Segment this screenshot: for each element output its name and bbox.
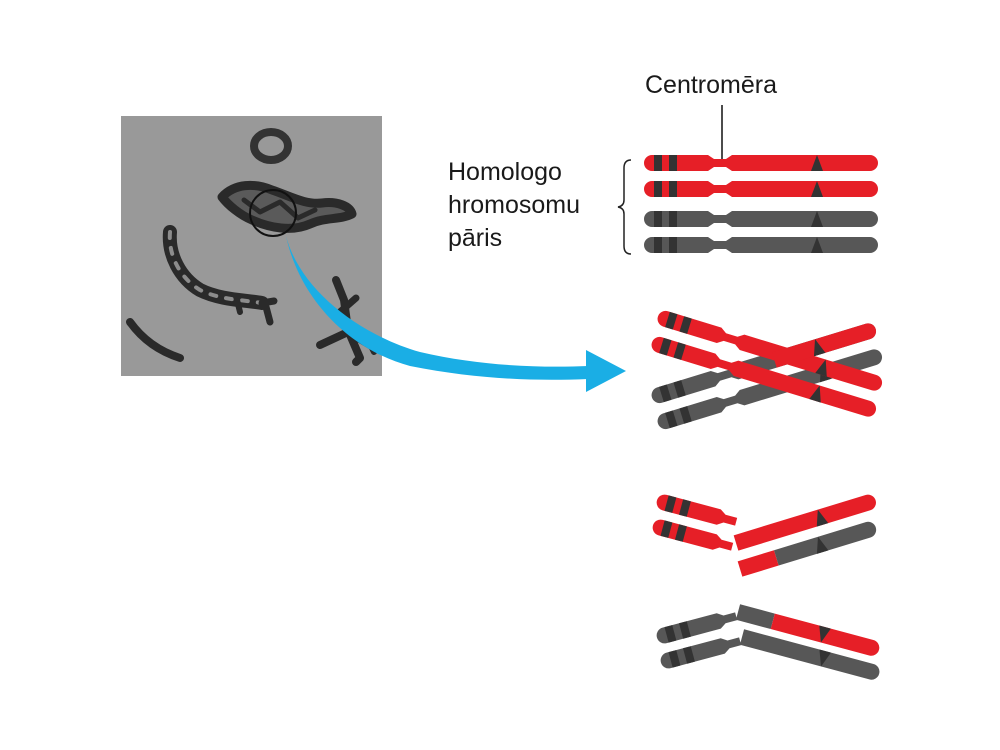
gray-crossing-chromatid-2 <box>655 347 885 432</box>
recombinant-red-long-arm-1 <box>733 494 876 551</box>
recombinant-gray-long-arm-bottom <box>739 629 880 680</box>
red-chromatid-1 <box>644 155 878 171</box>
recombinant-gray-long-arm-1 <box>737 521 877 577</box>
red-crossing-chromatid-2 <box>649 334 879 419</box>
homologous-pair-label-line3: pāris <box>448 224 502 252</box>
micrograph-chromosomes <box>126 128 377 366</box>
gray-chromatid-1 <box>644 211 878 227</box>
centromere-label: Centromēra <box>645 71 777 99</box>
red-crossing-chromatid-1 <box>655 308 885 393</box>
recombinant-red-chromatid-2 <box>650 517 735 555</box>
recombinant-red-chromatid-1 <box>654 492 739 530</box>
bracket-icon <box>617 159 632 255</box>
micrograph-panel <box>121 116 382 376</box>
recombinant-chromosome-red <box>650 492 877 577</box>
recombinant-gray-long-arm-top <box>735 604 880 656</box>
homologous-pair-label-line2: hromosomu <box>448 191 580 219</box>
curved-arrow-icon <box>286 236 626 392</box>
magnifier-circle <box>249 189 297 237</box>
recombinant-gray-chromatid-2 <box>658 633 743 671</box>
homologous-pair-label-group: Homologo hromosomu pāris <box>448 158 632 255</box>
homologous-pair-stage <box>644 155 878 253</box>
gray-crossing-chromatid-1 <box>649 321 879 406</box>
exchanged-segment <box>771 321 879 368</box>
red-chromatid-2 <box>644 181 878 197</box>
recombinant-chromosome-gray <box>654 604 880 680</box>
centromere-label-group: Centromēra <box>645 71 777 159</box>
recombinant-gray-chromatid-1 <box>654 608 739 646</box>
homologous-pair-label-line1: Homologo <box>448 158 562 186</box>
crossing-over-stage <box>649 308 885 432</box>
gray-chromatid-2 <box>644 237 878 253</box>
